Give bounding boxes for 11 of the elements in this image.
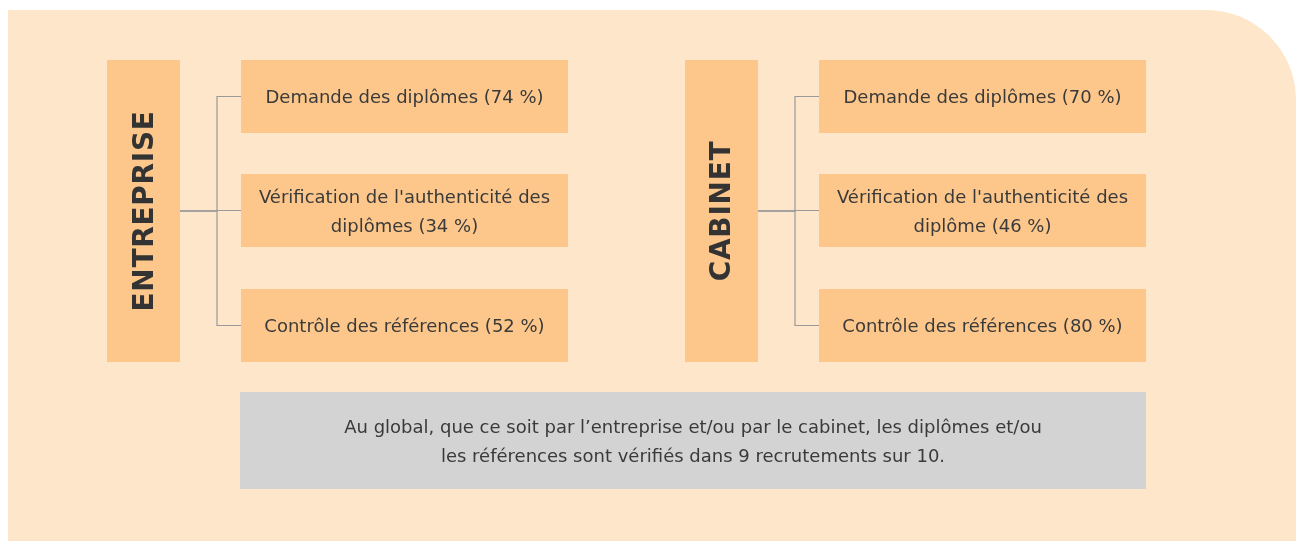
connector-line xyxy=(757,210,820,327)
item-box: Contrôle des références (52 %) xyxy=(241,289,568,362)
category-box: ENTREPRISE xyxy=(107,60,180,362)
item-box: Vérification de l'authenticité des diplômes (34 %) xyxy=(241,174,568,247)
category-box: CABINET xyxy=(685,60,758,362)
item-box: Vérification de l'authenticité des diplôme (46 %) xyxy=(819,174,1146,247)
connector-line xyxy=(179,210,242,327)
item-box: Demande des diplômes (70 %) xyxy=(819,60,1146,133)
item-box: Demande des diplômes (74 %) xyxy=(241,60,568,133)
item-box: Contrôle des références (80 %) xyxy=(819,289,1146,362)
note-box: Au global, que ce soit par l’entreprise et/ou par le cabinet, les diplômes et/ou les références sont vérifiés dans 9 recrutements sur 10. xyxy=(240,392,1146,489)
